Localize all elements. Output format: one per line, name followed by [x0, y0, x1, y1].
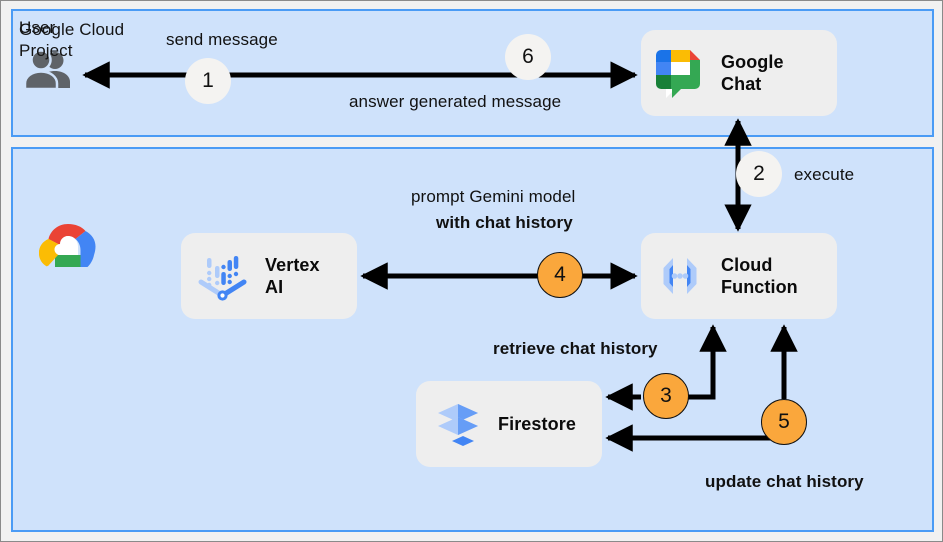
node-cloud-function[interactable]: Cloud Function [641, 233, 837, 319]
step-badge-3[interactable]: 3 [643, 373, 689, 419]
node-firestore[interactable]: Firestore [416, 381, 602, 467]
panel-user-title: User [19, 18, 56, 37]
edge-label-with-chat-history: with chat history [436, 213, 573, 232]
edge-label-execute: execute [794, 165, 855, 184]
step-badge-5[interactable]: 5 [761, 399, 807, 445]
google-chat-icon [651, 46, 705, 100]
google-cloud-icon [37, 221, 99, 278]
edge-label-update-chat-history: update chat history [705, 472, 864, 491]
node-google-chat[interactable]: Google Chat [641, 30, 837, 116]
step-badge-4[interactable]: 4 [537, 252, 583, 298]
panel-gcp-title: Google Cloud Project [19, 20, 125, 60]
edge-label-prompt-gemini-model: prompt Gemini model [411, 187, 576, 206]
edge-label-answer-generated-message: answer generated message [349, 92, 562, 111]
node-label-firestore: Firestore [498, 414, 576, 434]
edge-label-retrieve-chat-history: retrieve chat history [493, 339, 658, 358]
cloud-function-icon [653, 249, 707, 303]
edge-label-send-message: send message [166, 30, 278, 49]
people-icon [23, 49, 77, 94]
node-vertex-ai[interactable]: Vertex AI [181, 233, 357, 319]
step-badge-1[interactable]: 1 [185, 58, 231, 104]
node-label-vertex-ai: Vertex AI [265, 255, 320, 297]
node-label-google-chat: Google Chat [721, 52, 784, 94]
vertex-ai-icon [195, 248, 251, 304]
step-badge-2[interactable]: 2 [736, 151, 782, 197]
step-badge-6[interactable]: 6 [505, 34, 551, 80]
firestore-icon [430, 396, 486, 452]
node-label-cloud-function: Cloud Function [721, 255, 798, 297]
